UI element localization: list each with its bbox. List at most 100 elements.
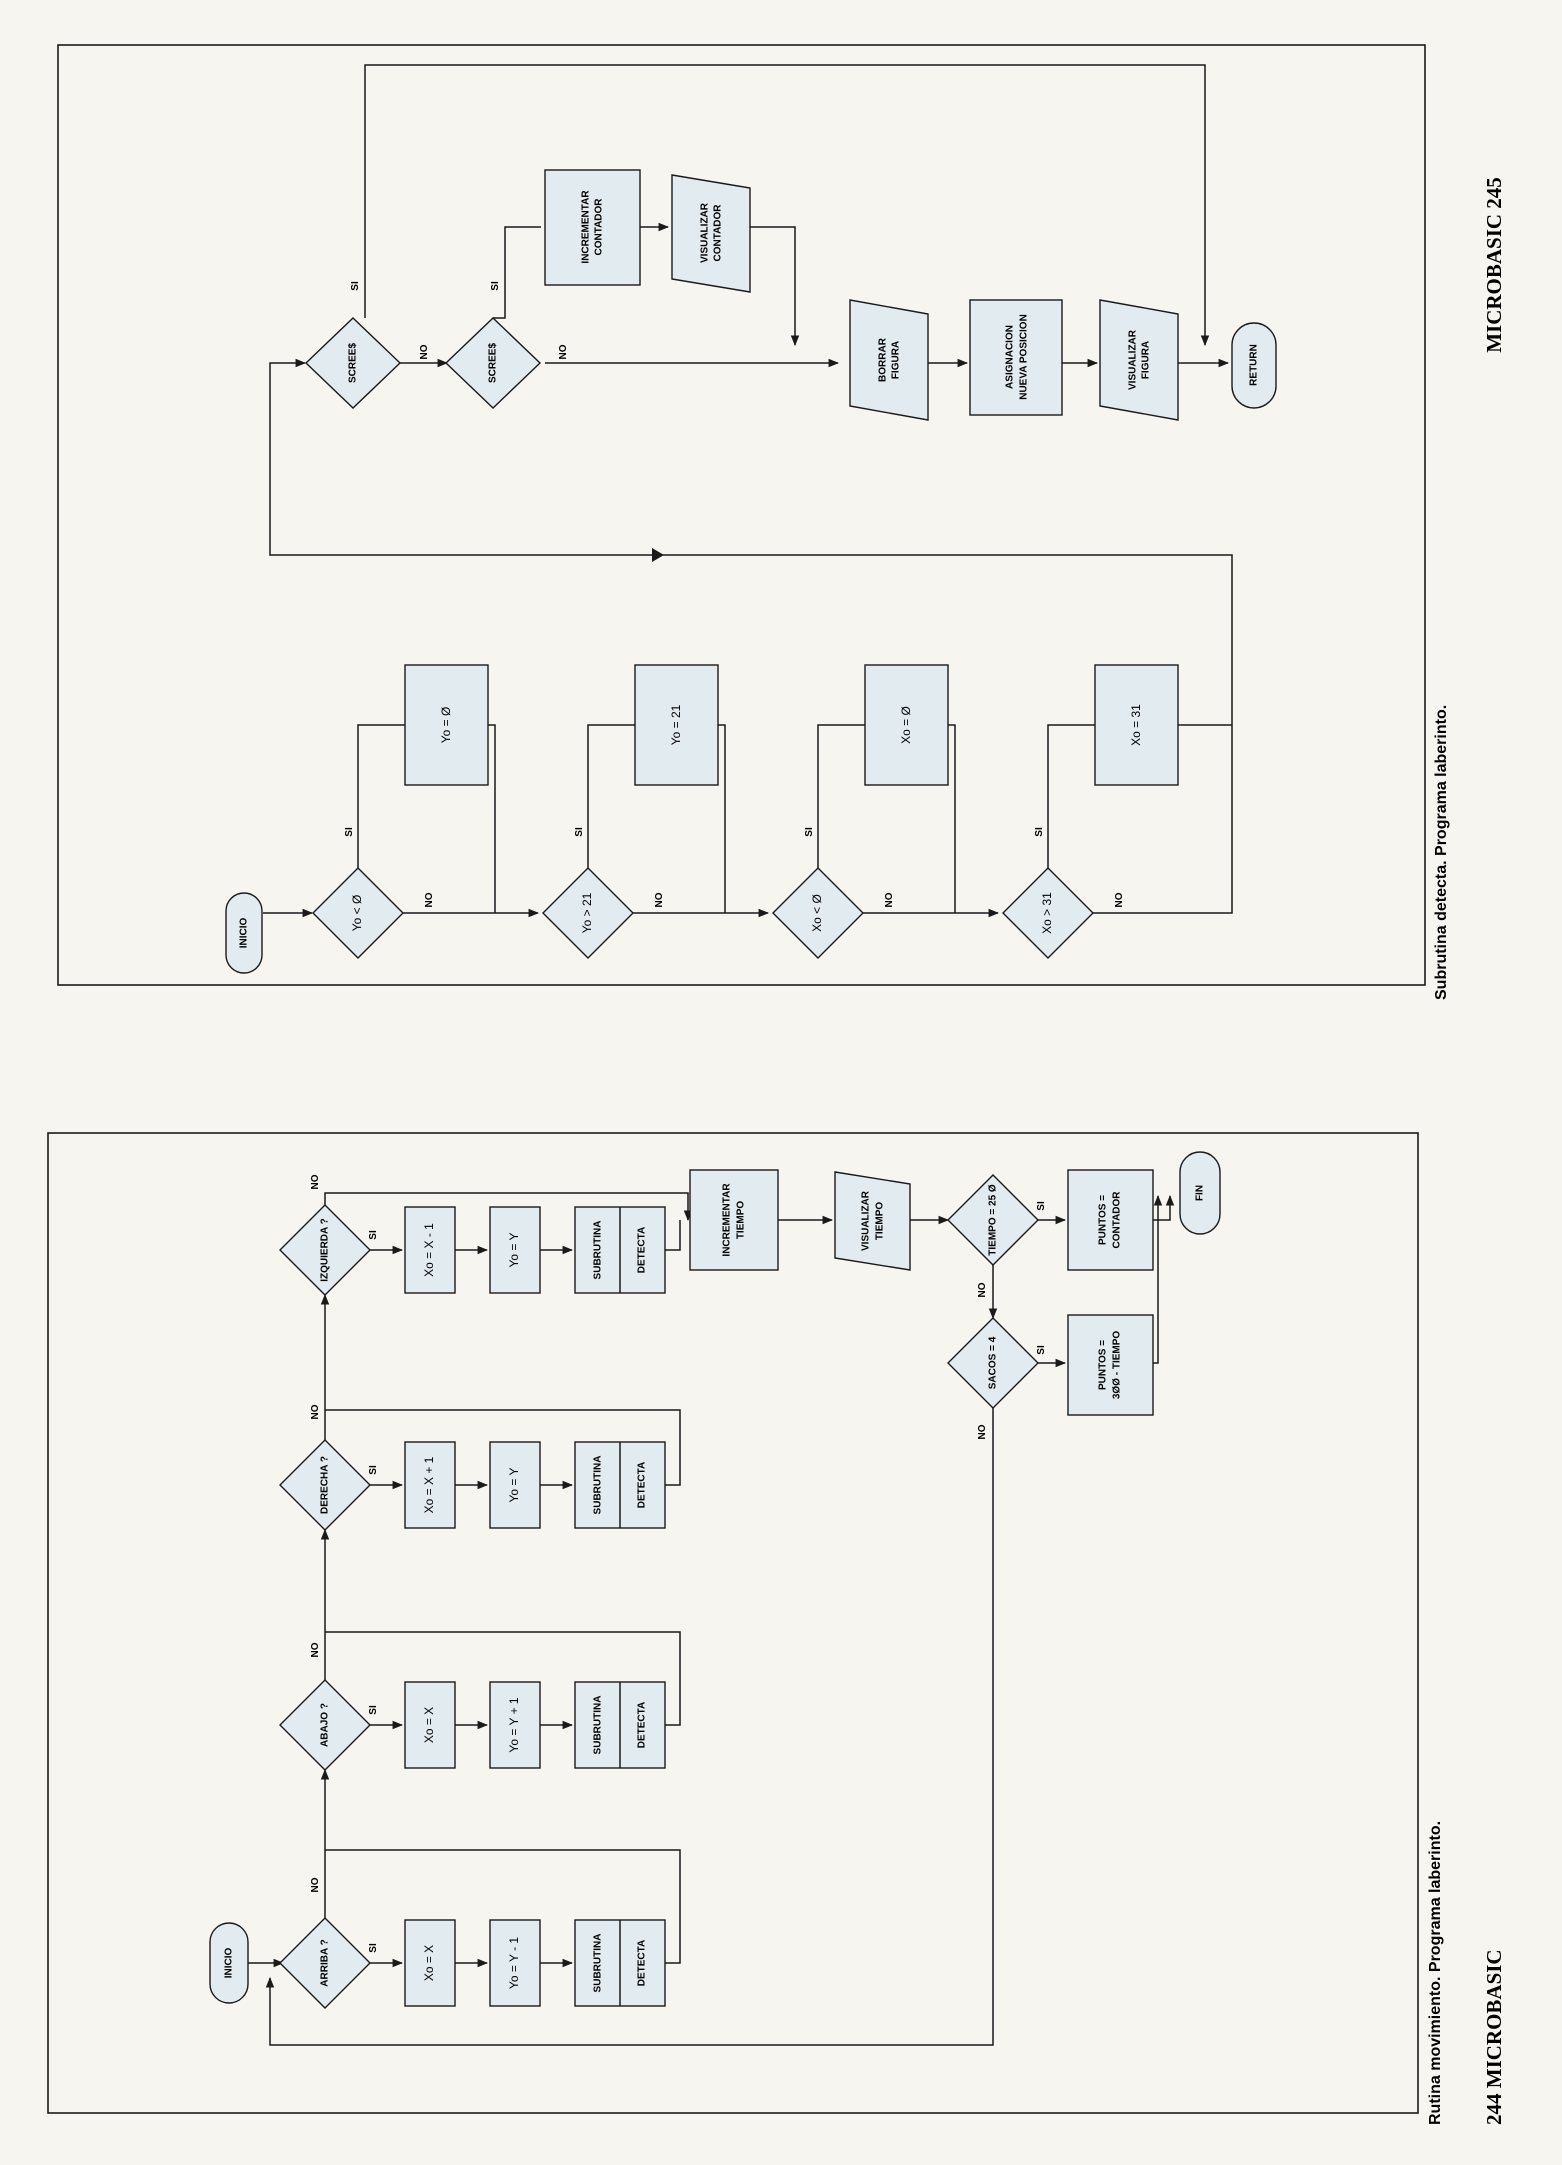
label-no: NO <box>310 1877 321 1892</box>
bottom-process-yo-y-4 <box>489 1206 541 1294</box>
top-decision-xo-lt-0 <box>772 867 864 959</box>
bottom-connectors <box>248 1192 1175 2046</box>
bottom-decision-arriba-label: ARRIBA ? <box>320 1939 331 1986</box>
bottom-process-xo-x-4-label: Xo = X - 1 <box>422 1223 436 1277</box>
bottom-process-yo-y-4-label: Yo = Y <box>507 1232 521 1267</box>
bottom-process-xo-x-2-label: Xo = X <box>422 1707 436 1743</box>
label-no: NO <box>977 1424 988 1439</box>
top-process-yo-eq-0-label: Yo = Ø <box>439 707 453 744</box>
bottom-puntos-contador-l1: PUNTOS = <box>1098 1195 1109 1245</box>
top-process-xo-eq-0 <box>864 664 949 786</box>
bottom-visualizar-l1: VISUALIZAR <box>861 1190 872 1251</box>
bottom-page-number: 244 MICROBASIC <box>1482 1949 1506 2125</box>
subrutina-label: SUBRUTINA <box>593 1934 604 1993</box>
bottom-decision-tiempo <box>947 1174 1039 1266</box>
bottom-incrementar-l2: TIEMPO <box>736 1201 747 1240</box>
label-si: SI <box>350 281 361 291</box>
top-decision-yo-gt-21 <box>542 867 634 959</box>
top-process-xo-eq-0-label: Xo = Ø <box>899 706 913 744</box>
top-visualizar-contador-l1: VISUALIZAR <box>700 202 711 263</box>
subrutina-label: SUBRUTINA <box>593 1456 604 1515</box>
bottom-decision-izquierda <box>279 1204 371 1296</box>
top-decision-xo-gt-31-label: Xo > 31 <box>1040 892 1054 934</box>
top-process-yo-eq-21-label: Yo = 21 <box>669 704 683 745</box>
label-si: SI <box>368 1943 379 1953</box>
top-decision-xo-lt-0-label: Xo < Ø <box>810 894 824 932</box>
label-si: SI <box>804 827 815 837</box>
bottom-process-xo-x-3 <box>404 1441 456 1529</box>
bottom-visualizar-l2: TIEMPO <box>875 1202 886 1241</box>
top-decision-xo-gt-31 <box>1002 867 1094 959</box>
label-si: SI <box>1036 1201 1047 1211</box>
top-borrar-figura-l1: BORRAR <box>878 337 889 382</box>
label-no: NO <box>310 1642 321 1657</box>
label-no: NO <box>310 1174 321 1189</box>
top-inicio-terminal <box>225 892 263 974</box>
subrutina-label: SUBRUTINA <box>593 1696 604 1755</box>
bottom-puntos-contador-l2: CONTADOR <box>1112 1191 1123 1249</box>
bottom-incrementar-l1: INCREMENTAR <box>722 1183 733 1257</box>
top-process-incrementar-contador <box>544 169 641 286</box>
top-incrementar-contador-l1: INCREMENTAR <box>581 190 592 264</box>
bottom-process-puntos-contador <box>1067 1169 1154 1271</box>
label-no: NO <box>419 344 430 359</box>
label-si: SI <box>344 827 355 837</box>
top-decision-scree-a <box>304 317 402 409</box>
top-decision-scree-a-label: SCREE$ <box>348 343 359 383</box>
bottom-decision-abajo <box>279 1679 371 1771</box>
bottom-caption: Rutina movimiento. Programa laberinto. <box>1427 1821 1444 2125</box>
bottom-process-puntos-tiempo <box>1067 1314 1154 1416</box>
label-no: NO <box>654 892 665 907</box>
top-asignacion-l2: NUEVA POSICION <box>1019 314 1030 400</box>
bottom-process-xo-x-1 <box>404 1919 456 2007</box>
label-no: NO <box>310 1404 321 1419</box>
bottom-fin-label: FIN <box>1195 1185 1206 1201</box>
top-inicio-label: INICIO <box>239 918 250 949</box>
bottom-decision-sacos <box>947 1317 1039 1409</box>
top-decision-scree-b-label: SCREE$ <box>488 343 499 383</box>
bottom-decision-arriba <box>279 1917 371 2009</box>
bottom-inicio-terminal <box>209 1922 249 2004</box>
top-io-borrar-figura <box>849 299 929 421</box>
top-return-label: RETURN <box>1249 344 1260 386</box>
bottom-puntos-tiempo-l2: 3ØØ - TIEMPO <box>1112 1331 1123 1400</box>
top-io-visualizar-contador <box>671 174 751 293</box>
bottom-decision-abajo-label: ABAJO ? <box>320 1703 331 1747</box>
top-return-terminal <box>1231 322 1277 409</box>
top-process-xo-eq-31-label: Xo = 31 <box>1129 704 1143 746</box>
label-no: NO <box>558 344 569 359</box>
bottom-puntos-tiempo-l1: PUNTOS = <box>1098 1340 1109 1390</box>
label-si: SI <box>490 281 501 291</box>
label-no: NO <box>424 892 435 907</box>
top-process-xo-eq-31 <box>1094 664 1179 786</box>
top-asignacion-l1: ASIGNACION <box>1005 325 1016 389</box>
top-decision-yo-gt-21-label: Yo > 21 <box>580 892 594 933</box>
top-caption: Subrutina detecta. Programa laberinto. <box>1433 705 1450 1000</box>
top-visualizar-figura-l2: FIGURA <box>1141 341 1152 379</box>
bottom-fin-terminal <box>1179 1151 1221 1235</box>
top-decision-yo-lt-0 <box>312 867 404 959</box>
top-process-yo-eq-0 <box>404 664 489 786</box>
bottom-inicio-label: INICIO <box>224 1948 235 1979</box>
detecta-label: DETECTA <box>637 1462 648 1508</box>
top-branch-labels: SI SI SI SI NO NO NO NO SI SI NO NO <box>344 281 1125 907</box>
bottom-process-yo-y-1-label: Yo = Y - 1 <box>507 1937 521 1989</box>
label-si: SI <box>1036 1345 1047 1355</box>
label-no: NO <box>884 892 895 907</box>
label-si: SI <box>368 1230 379 1240</box>
bottom-process-xo-x-1-label: Xo = X <box>422 1945 436 1981</box>
bottom-process-xo-x-4 <box>404 1206 456 1294</box>
top-visualizar-contador-l2: CONTADOR <box>713 204 724 262</box>
top-process-asignacion <box>969 299 1063 416</box>
top-connectors <box>263 64 1233 918</box>
label-si: SI <box>1034 827 1045 837</box>
top-borrar-figura-l2: FIGURA <box>891 341 902 379</box>
bottom-process-incrementar-tiempo <box>689 1169 779 1271</box>
bottom-decision-derecha-label: DERECHA ? <box>320 1456 331 1514</box>
bottom-decision-derecha <box>279 1439 371 1531</box>
detecta-label: DETECTA <box>637 1227 648 1273</box>
bottom-process-xo-x-2 <box>404 1681 456 1769</box>
bottom-process-xo-x-3-label: Xo = X + 1 <box>422 1456 436 1513</box>
